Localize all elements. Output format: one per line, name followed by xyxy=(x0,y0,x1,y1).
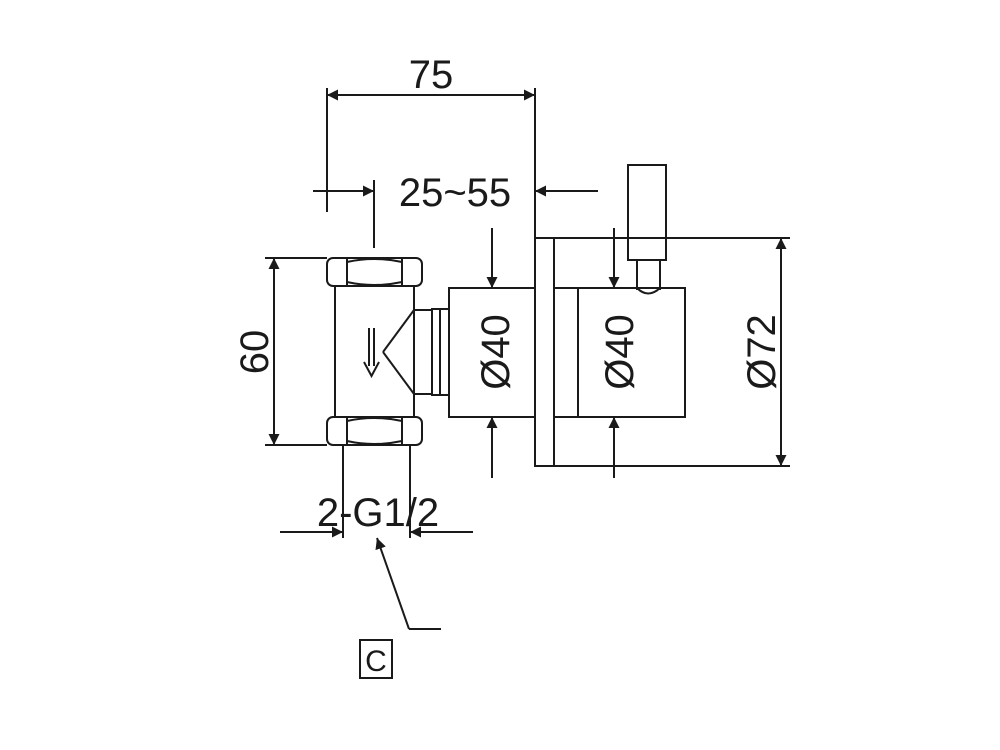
handle-diameter-label: Ø40 xyxy=(598,314,642,390)
dim-flange-diameter xyxy=(554,237,790,467)
handle-body xyxy=(553,287,686,418)
callout-label: C xyxy=(365,645,387,678)
adjust-range-label: 25~55 xyxy=(399,171,511,215)
height-label: 60 xyxy=(233,330,277,375)
flange-diameter-label: Ø72 xyxy=(740,314,784,390)
wall-flange xyxy=(534,237,555,467)
overall-length-label: 75 xyxy=(409,53,454,97)
callout-box xyxy=(359,639,393,679)
body-diameter-label: Ø40 xyxy=(474,314,518,390)
callout-leader xyxy=(375,537,441,630)
dim-height xyxy=(265,257,327,446)
lever-handle xyxy=(627,164,667,290)
valve-body xyxy=(326,257,450,446)
dim-overall-length xyxy=(326,88,536,238)
dim-adjust-range xyxy=(313,180,598,248)
dim-connection xyxy=(280,445,473,538)
connection-label: 2-G1/2 xyxy=(317,491,439,535)
flow-arrow-icon xyxy=(363,328,380,379)
